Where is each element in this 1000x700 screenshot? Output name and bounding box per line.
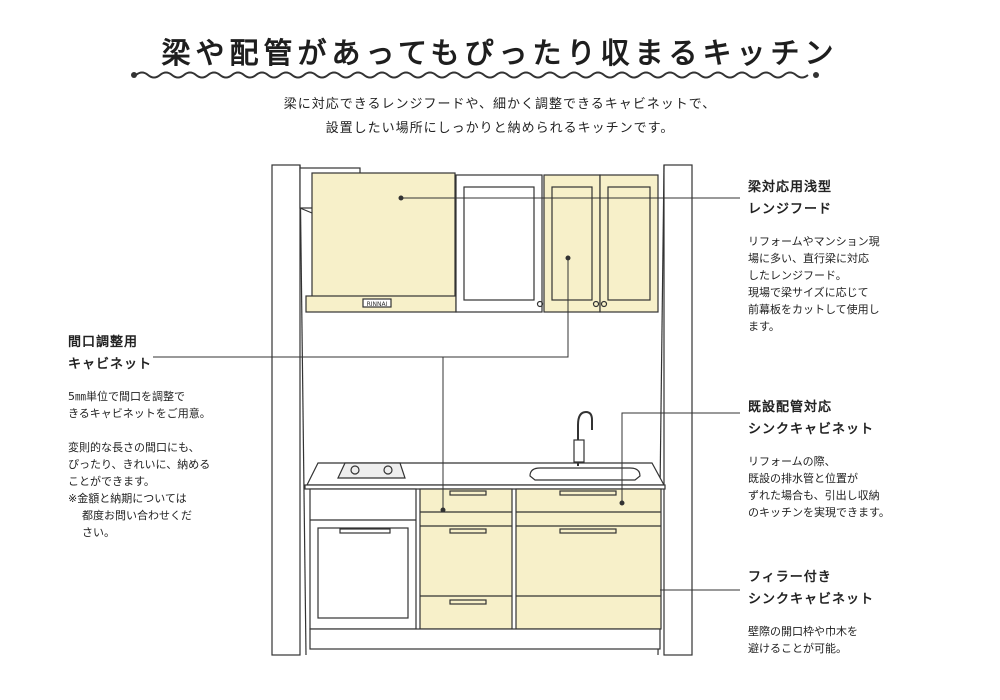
upper-cabinet-adjust-panel [551, 186, 593, 301]
burner-left [350, 465, 360, 475]
handle-6 [339, 528, 391, 534]
upper-knob-2 [600, 300, 608, 308]
subtitle-line-2: 設置したい場所にしっかりと納められるキッチンです。 [325, 121, 675, 136]
range-hood-badge [362, 298, 392, 308]
callout-piping-title: 既設配管対応 シンクキャビネット [748, 397, 923, 441]
countertop-front [304, 484, 666, 490]
callout-filler-title: フィラー付き シンクキャビネット [748, 567, 923, 611]
callout-piping-body: リフォームの際、 既設の排水管と位置が ずれた場合も、引出し収納 のキッチンを実… [748, 455, 890, 519]
lower-cabinet-dishwasher [309, 488, 417, 630]
underline-dot-left [131, 72, 137, 78]
upper-cabinet-right [599, 174, 659, 313]
callout-frontage-cabinet: 間口調整用 キャビネット 5㎜単位で間口を調整で きるキャビネットをご用意。 変… [68, 332, 243, 541]
underline-dot-right [813, 72, 819, 78]
callout-filler-body: 壁際の開口枠や巾木を 避けることが可能。 [748, 625, 858, 655]
faucet-handle [573, 439, 585, 463]
callout-range-hood-body: リフォームやマンション現 場に多い、直行梁に対応 したレンジフード。 現場で梁サ… [748, 235, 880, 333]
callout-range-hood-title-line-1: 梁対応用浅型 [748, 180, 833, 195]
callout-filler-cabinet: フィラー付き シンクキャビネット 壁際の開口枠や巾木を 避けることが可能。 [748, 567, 923, 657]
handle-2 [449, 528, 487, 534]
lower-cabinet-sink [515, 488, 662, 630]
callout-frontage-note: ※金額と納期については 都度お問い合わせくだ さい。 [68, 492, 192, 539]
upper-cabinet-right-panel [607, 186, 651, 301]
upper-knob-1 [592, 300, 600, 308]
handle-1 [449, 490, 487, 496]
callout-frontage-title: 間口調整用 キャビネット [68, 332, 243, 376]
handle-4 [559, 490, 617, 496]
sink [529, 467, 641, 481]
upper-cabinet-glass [455, 174, 543, 313]
callout-piping-cabinet: 既設配管対応 シンクキャビネット リフォームの際、 既設の排水管と位置が ずれた… [748, 397, 923, 521]
range-hood-area [311, 172, 456, 299]
callout-piping-title-line-1: 既設配管対応 [748, 400, 833, 415]
callout-filler-title-line-1: フィラー付き [748, 570, 832, 585]
leader-piping-dot [619, 500, 625, 506]
callout-range-hood-title-line-2: レンジフード [748, 202, 833, 217]
subtitle-line-1: 梁に対応できるレンジフードや、細かく調整できるキャビネットで、 [283, 97, 717, 112]
leader-frontage [153, 258, 569, 358]
callout-range-hood: 梁対応用浅型 レンジフード リフォームやマンション現 場に多い、直行梁に対応 し… [748, 177, 923, 335]
range-hood-badge-text: RINNAI [367, 301, 388, 308]
handle-3 [449, 599, 487, 605]
callout-piping-title-line-2: シンクキャビネット [748, 422, 875, 437]
stove-top [337, 462, 406, 479]
leader-hood-dot [398, 195, 404, 201]
page-title: 梁や配管があってもぴったり収まるキッチン [161, 36, 839, 70]
callout-range-hood-title: 梁対応用浅型 レンジフード [748, 177, 923, 221]
left-wall [271, 164, 301, 656]
dishwasher-door [317, 527, 409, 619]
handle-5 [559, 528, 617, 534]
right-wall [663, 164, 693, 656]
upper-knob-3 [536, 300, 544, 308]
callout-filler-title-line-2: シンクキャビネット [748, 592, 875, 607]
plinth [309, 628, 661, 650]
lower-cabinet-adjust [419, 488, 513, 630]
left-wall-edge [299, 164, 307, 656]
leader-frontage-dot-1 [565, 255, 571, 261]
burner-right [383, 465, 393, 475]
leader-frontage-dot-2 [440, 507, 446, 513]
callout-frontage-body: 5㎜単位で間口を調整で きるキャビネットをご用意。 変則的な長さの間口にも、 ぴ… [68, 390, 211, 488]
faucet [577, 410, 593, 466]
page-subtitle: 梁に対応できるレンジフードや、細かく調整できるキャビネットで、 設置したい場所に… [0, 93, 1000, 141]
title-wavy-underline [135, 71, 809, 79]
beam-edge [299, 207, 313, 214]
callout-frontage-title-line-2: キャビネット [68, 357, 153, 372]
upper-cabinet-glass-pane [463, 186, 535, 301]
callout-frontage-title-line-1: 間口調整用 [68, 335, 139, 350]
leader-piping [621, 412, 740, 503]
